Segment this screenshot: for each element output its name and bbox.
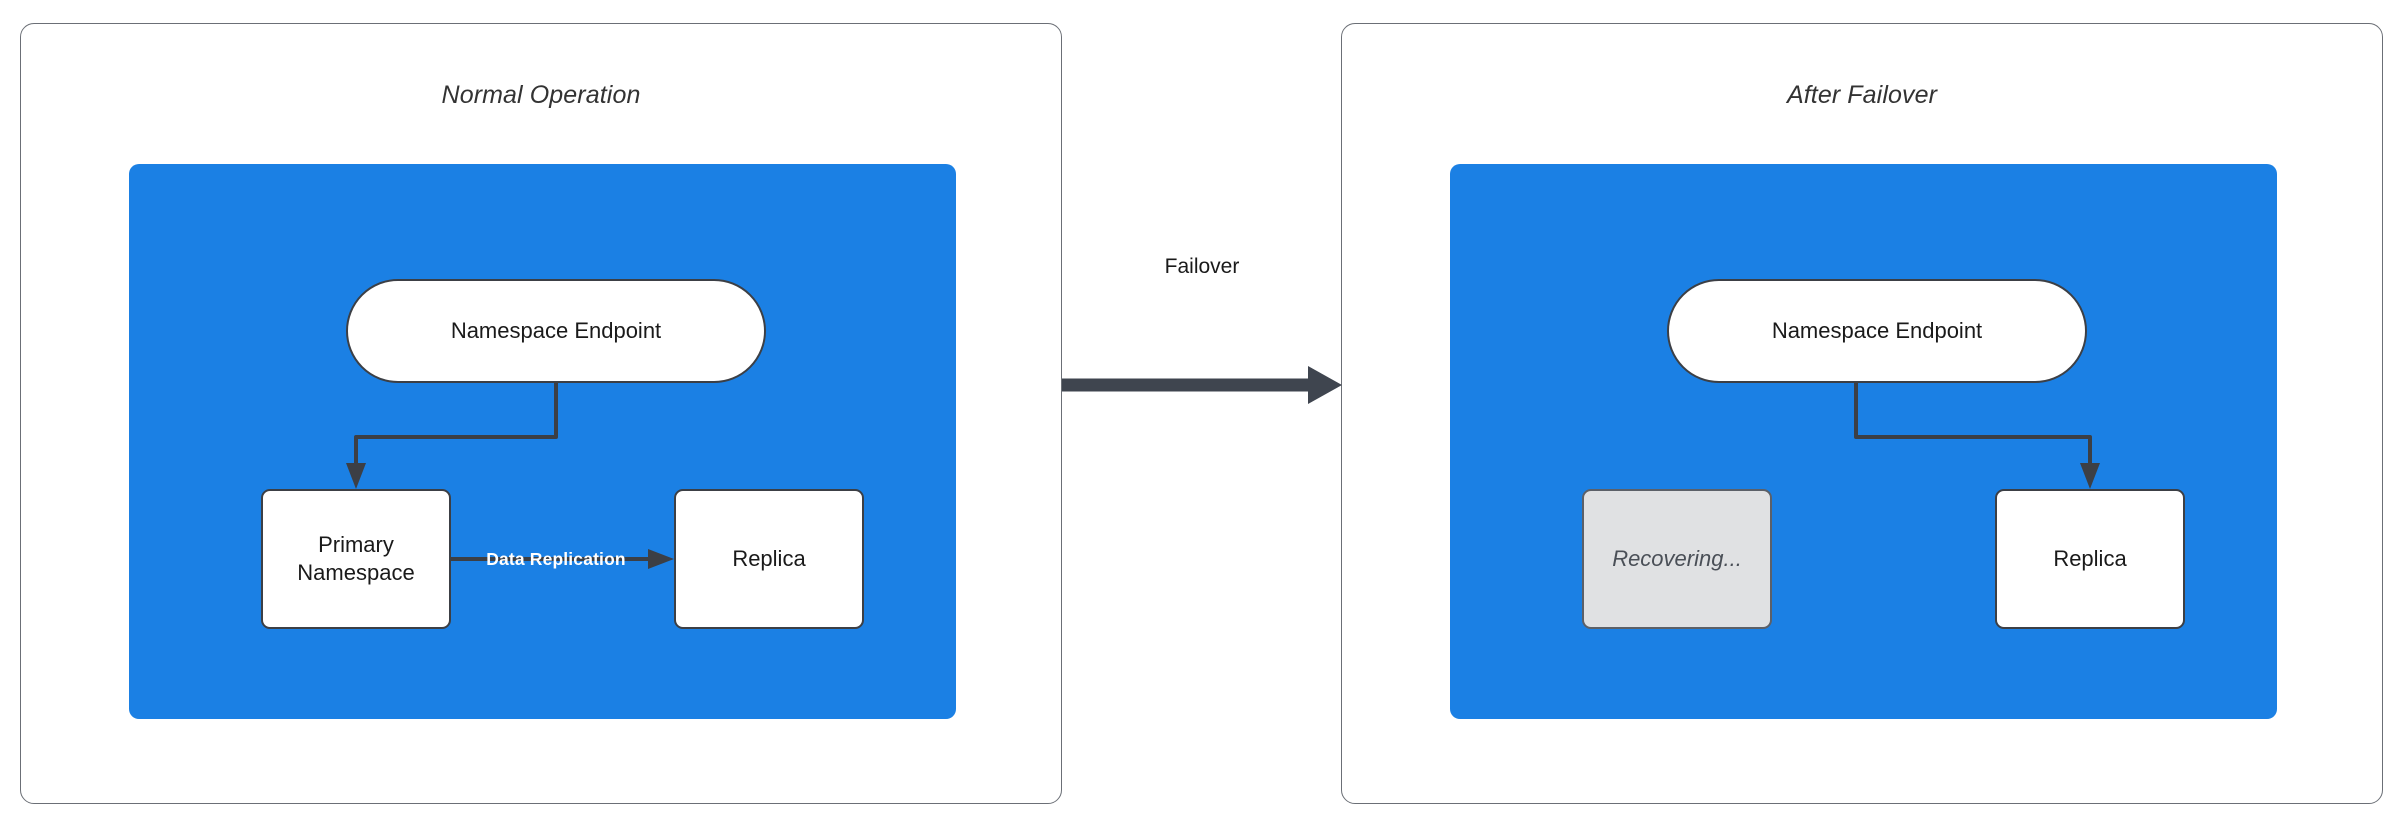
panel-title-normal-operation: Normal Operation [441,81,641,109]
node-recovering[interactable]: Recovering... [1582,489,1772,629]
failover-transition-arrow [1062,366,1342,404]
node-primary-line-1: Primary [318,531,394,557]
connector-endpoint-to-primary [346,383,558,489]
node-replica-normal[interactable]: Replica [674,489,864,629]
failover-transition-label: Failover [1164,255,1240,278]
panel-after-failover: After Failover Namespace Endpoint Recove… [1341,23,2383,804]
panel-title-after-failover: After Failover [1786,81,1938,109]
edge-label-data-replication: Data Replication [486,549,626,569]
blue-region-after-failover: Namespace Endpoint Recovering... Replica [1450,164,2277,719]
node-primary-namespace-label: Primary Namespace [297,531,414,587]
connector-primary-to-replica [451,549,674,569]
blue-region-normal-operation: Data Replication Namespace Endpoint Prim… [129,164,956,719]
panel-normal-operation: Normal Operation Data Replication Namesp… [20,23,1062,804]
node-namespace-endpoint-normal[interactable]: Namespace Endpoint [346,279,766,383]
node-namespace-endpoint-failover[interactable]: Namespace Endpoint [1667,279,2087,383]
connector-endpoint-to-replica [1854,383,2100,489]
node-primary-namespace[interactable]: Primary Namespace [261,489,451,629]
node-replica-failover[interactable]: Replica [1995,489,2185,629]
node-primary-line-2: Namespace [297,560,415,585]
